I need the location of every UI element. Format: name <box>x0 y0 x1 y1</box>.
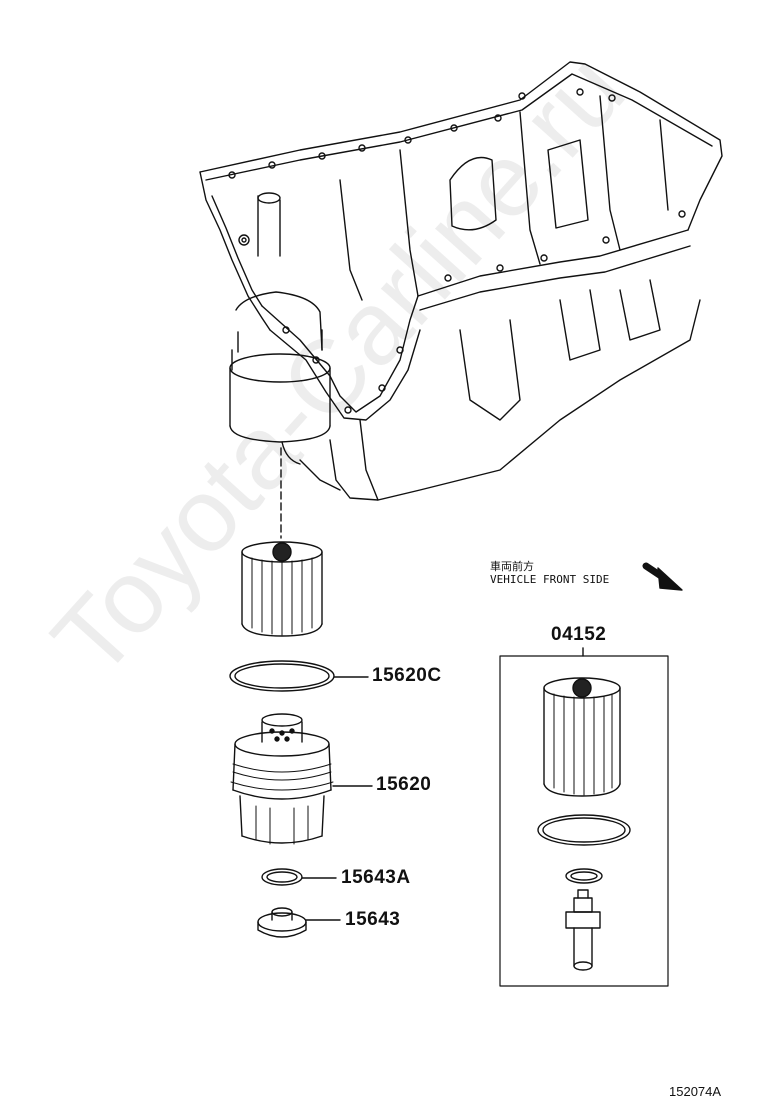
label-15643: 15643 <box>345 909 401 930</box>
filter-kit-box <box>499 647 669 987</box>
gasket-small <box>261 868 303 886</box>
oil-filter-element <box>241 541 323 637</box>
gasket-large <box>229 660 335 692</box>
label-15643a: 15643A <box>341 867 411 888</box>
engine-oil-pan <box>199 61 723 501</box>
drain-plug <box>257 907 307 938</box>
label-15620c: 15620C <box>372 665 442 686</box>
illustration-code: 152074A <box>669 1084 722 1099</box>
direction-japanese: 車両前方 <box>490 560 534 573</box>
oil-filter-cap <box>230 713 334 845</box>
label-04152: 04152 <box>551 624 607 645</box>
direction-arrow-icon <box>642 562 683 591</box>
direction-english: VEHICLE FRONT SIDE <box>490 573 610 586</box>
label-15620: 15620 <box>376 774 432 795</box>
